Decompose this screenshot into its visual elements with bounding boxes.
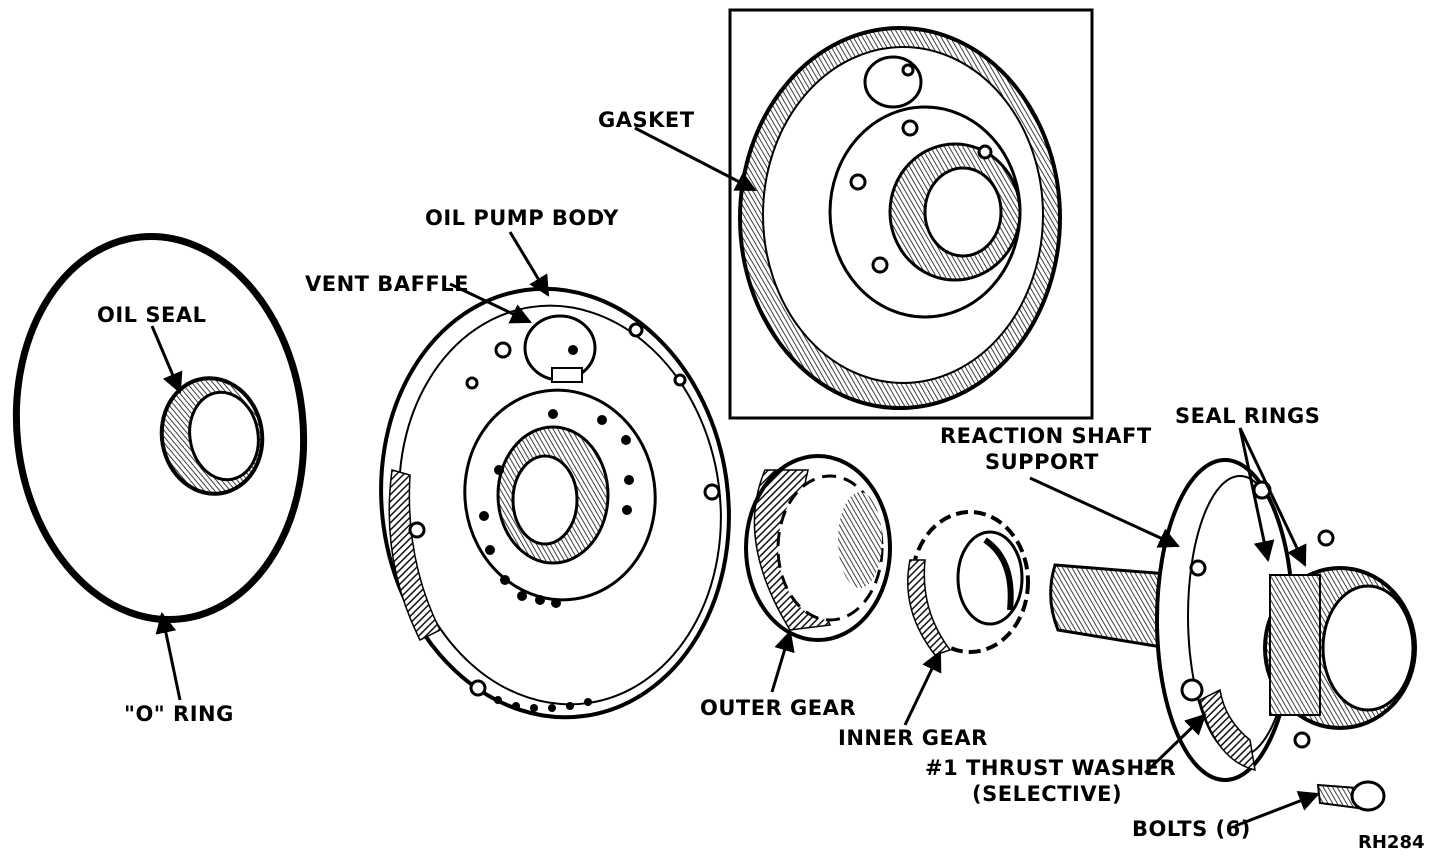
reaction-shaft-support bbox=[1049, 458, 1417, 782]
label-thrust-washer-1: #1 THRUST WASHER bbox=[925, 756, 1177, 780]
label-seal-rings: SEAL RINGS bbox=[1175, 404, 1321, 428]
label-reaction-shaft-support-2: SUPPORT bbox=[985, 450, 1099, 474]
gasket-inset bbox=[728, 8, 1094, 420]
figure-id: RH284 bbox=[1358, 832, 1425, 853]
label-o-ring: "O" RING bbox=[124, 702, 234, 726]
label-gasket: GASKET bbox=[598, 108, 695, 132]
o-ring bbox=[12, 232, 308, 624]
oil-pump-body bbox=[379, 286, 731, 720]
label-outer-gear: OUTER GEAR bbox=[700, 696, 857, 720]
oil-seal bbox=[159, 376, 265, 496]
bolt bbox=[1316, 780, 1386, 812]
label-oil-seal: OIL SEAL bbox=[97, 303, 207, 327]
label-inner-gear: INNER GEAR bbox=[838, 726, 988, 750]
label-reaction-shaft-support-1: REACTION SHAFT bbox=[940, 424, 1152, 448]
leader-lines bbox=[150, 126, 1320, 828]
label-bolts: BOLTS (6) bbox=[1132, 817, 1251, 841]
label-thrust-washer-2: (SELECTIVE) bbox=[972, 782, 1123, 806]
inner-gear bbox=[907, 510, 1030, 656]
outer-gear bbox=[744, 454, 892, 642]
label-oil-pump-body: OIL PUMP BODY bbox=[425, 206, 619, 230]
label-vent-baffle: VENT BAFFLE bbox=[305, 272, 469, 296]
